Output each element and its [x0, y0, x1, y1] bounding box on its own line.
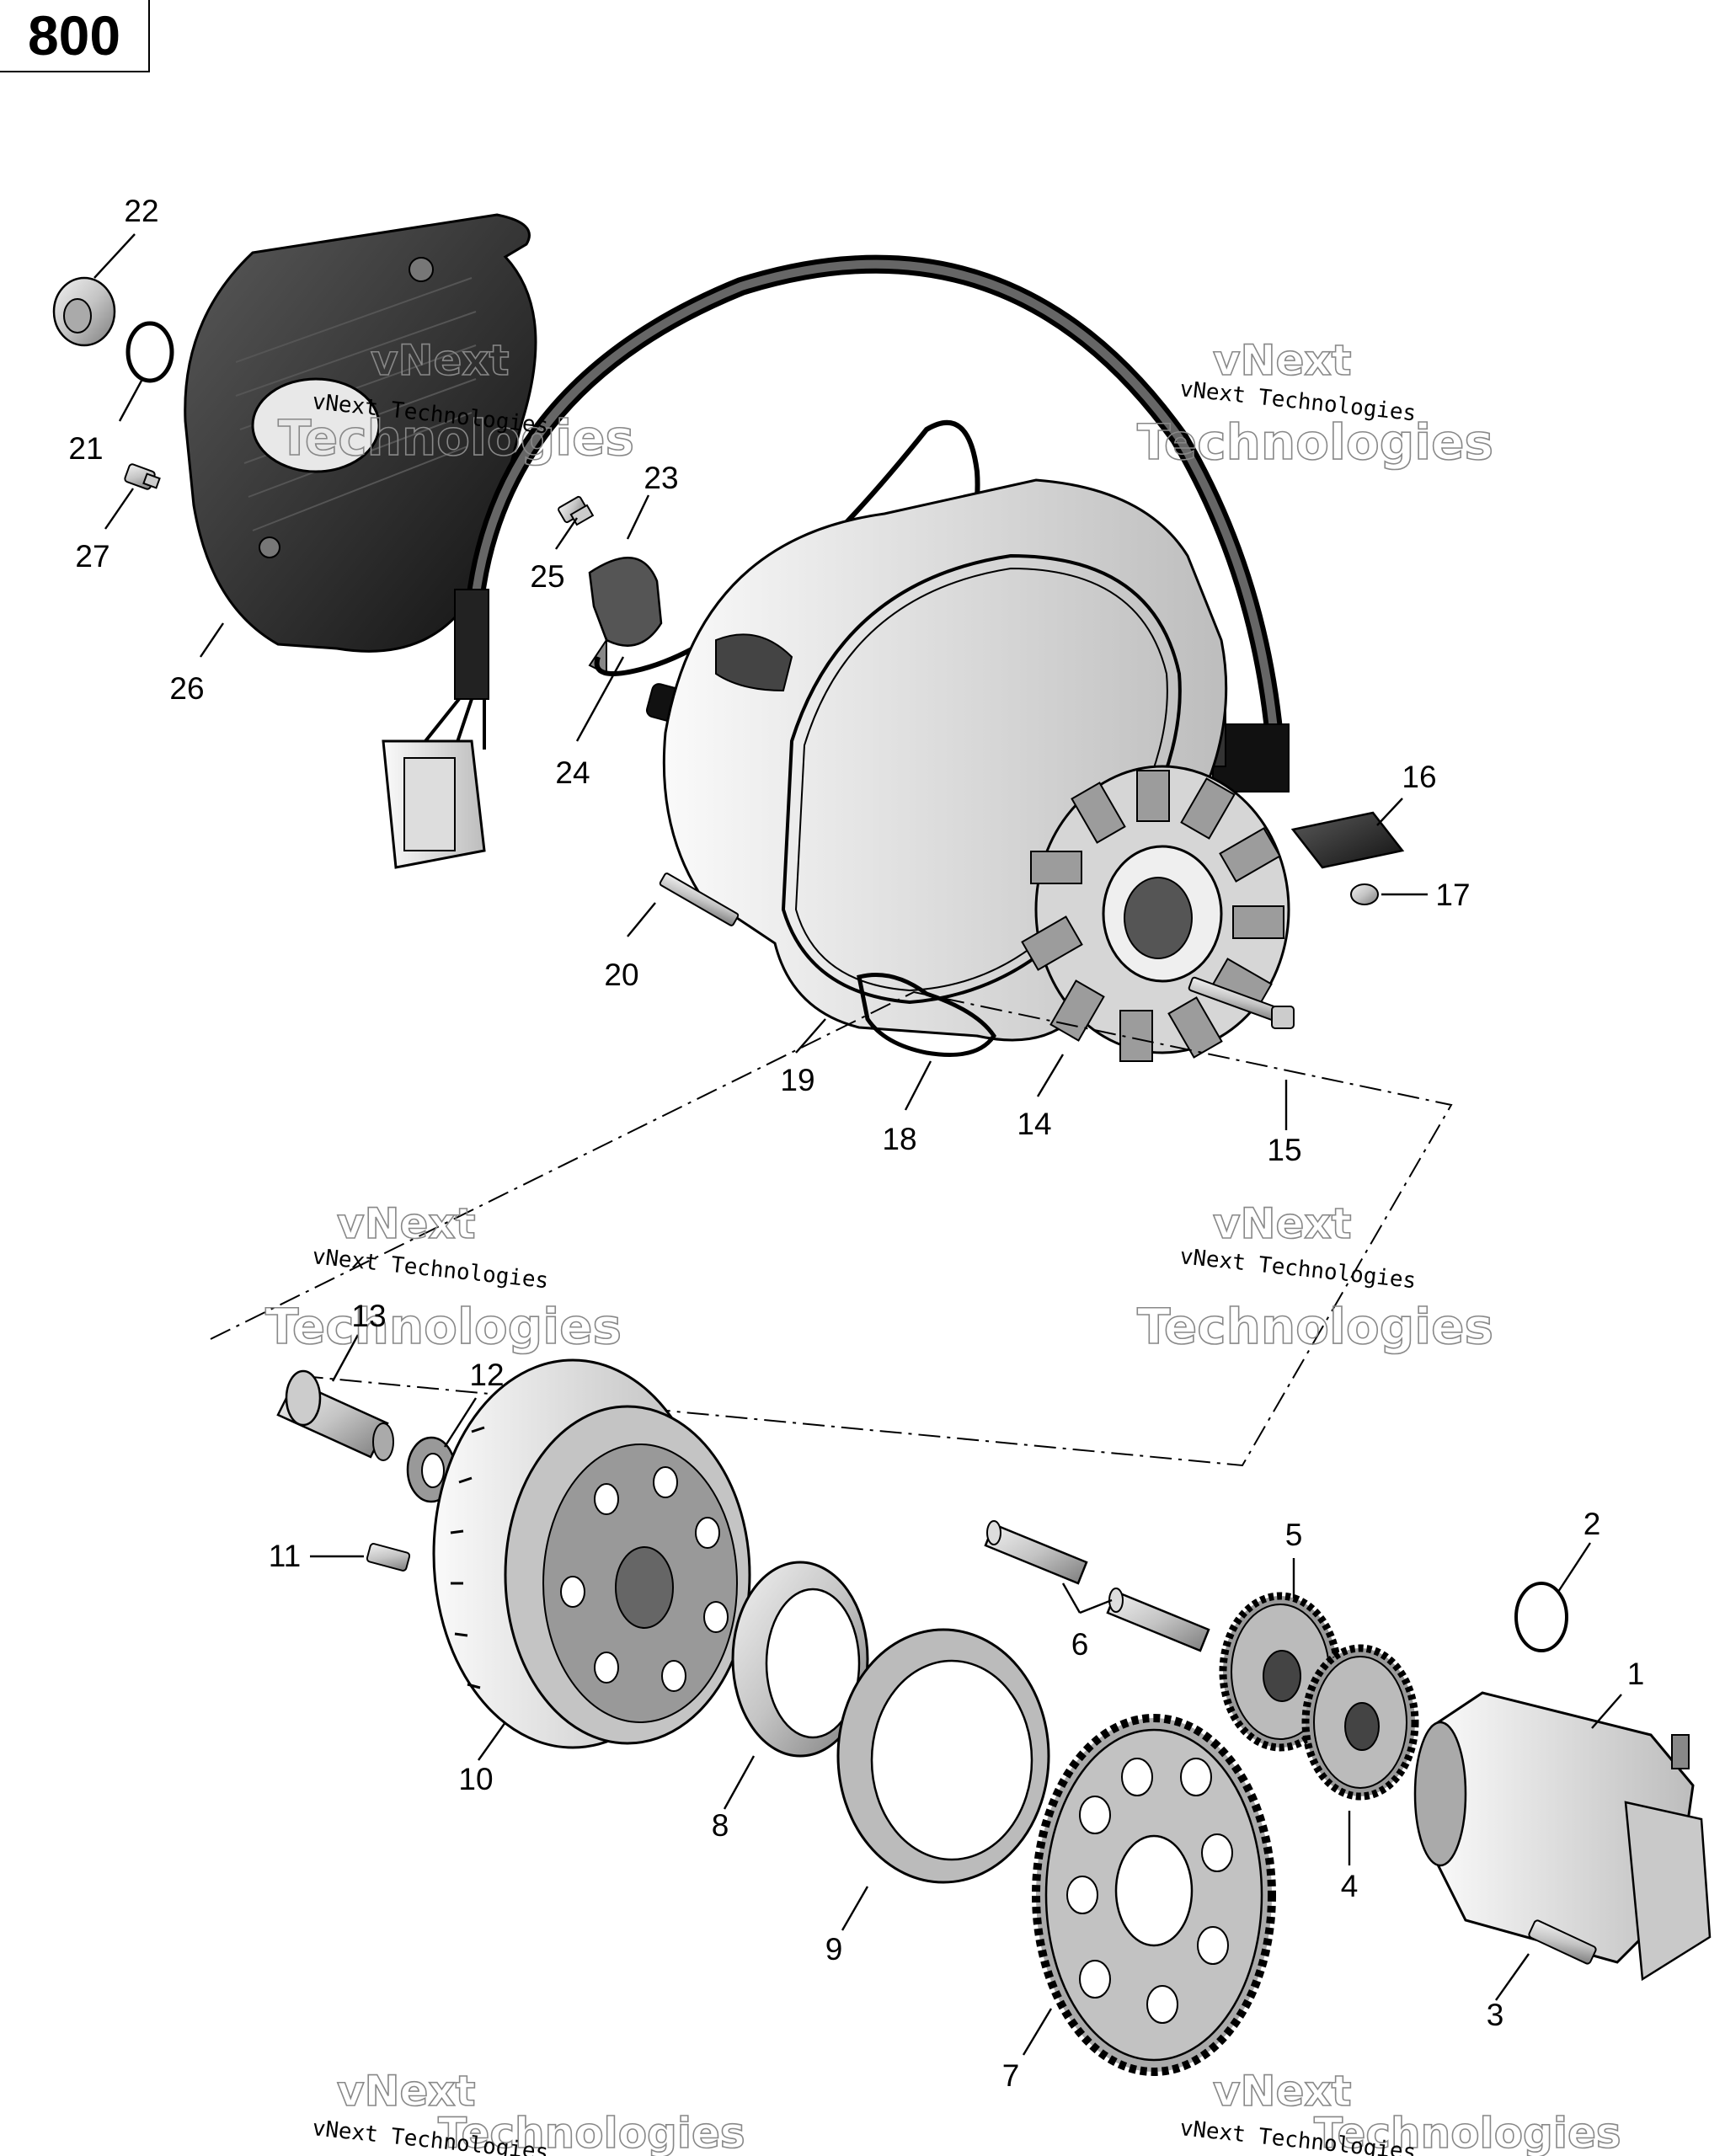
watermark-brand: vNext [337, 1199, 476, 1248]
callout-18: 18 [882, 1122, 916, 1156]
part-21-o-ring [126, 321, 174, 383]
watermark-top-right: vNext Technologies vNext Technologies [1136, 335, 1494, 472]
part-16-clip [1290, 811, 1405, 869]
part-15-bolt [1188, 976, 1295, 1029]
watermark-brand: vNext [1213, 1199, 1352, 1248]
callout-4: 4 [1341, 1869, 1359, 1903]
watermark-brand: Technologies [438, 2109, 745, 2156]
watermark-bottom-right: vNext Technologies vNext Technologies [1178, 2066, 1621, 2156]
callout-22: 22 [124, 194, 158, 228]
part-23-sensor [588, 556, 663, 675]
callout-5: 5 [1285, 1518, 1303, 1552]
callout-8: 8 [712, 1808, 729, 1843]
callout-6: 6 [1071, 1627, 1089, 1662]
watermark-brand: Technologies [1137, 1298, 1493, 1355]
watermark-brand: Technologies [1137, 414, 1493, 471]
callout-13: 13 [351, 1299, 386, 1333]
watermark-text: vNext Technologies [311, 1244, 549, 1294]
callout-19: 19 [780, 1063, 814, 1097]
part-3-bolt [1528, 1919, 1597, 1965]
watermark-brand: vNext [1213, 336, 1352, 385]
watermark-top-left: vNext Technologies vNext Technologies [277, 335, 635, 467]
part-22-cap [52, 276, 116, 347]
part-13-bolt [276, 1369, 394, 1461]
callout-10: 10 [458, 1762, 493, 1796]
callout-21: 21 [68, 431, 103, 466]
part-26-cover [184, 213, 537, 653]
watermark-brand: Technologies [1314, 2109, 1621, 2156]
watermark-brand: vNext [337, 2067, 476, 2116]
callout-1: 1 [1627, 1657, 1645, 1691]
callout-27: 27 [75, 539, 109, 574]
part-6-pins [984, 1520, 1210, 1652]
watermark-mid-right: vNext Technologies vNext Technologies [1136, 1198, 1494, 1356]
part-18-gasket [857, 973, 997, 1057]
watermark-mid-left: vNext Technologies vNext Technologies [264, 1198, 622, 1356]
watermark-brand: Technologies [278, 409, 634, 467]
watermark-text: vNext Technologies [1178, 1244, 1417, 1294]
callout-24: 24 [555, 755, 590, 790]
watermark-brand: vNext [371, 336, 510, 385]
watermark-brand: Technologies [265, 1298, 622, 1355]
model-number-label: 800 [0, 0, 150, 72]
callout-12: 12 [469, 1358, 504, 1392]
leader-lines [93, 233, 1622, 2056]
callout-11: 11 [269, 1539, 301, 1573]
part-17-screw [1350, 883, 1379, 905]
part-8-ring [731, 1561, 869, 1758]
part-10-flywheel [432, 1358, 751, 1749]
callout-23: 23 [644, 461, 678, 495]
callout-26: 26 [169, 671, 204, 706]
part-2-o-ring [1514, 1582, 1568, 1652]
callout-15: 15 [1267, 1133, 1301, 1167]
part-9-plate [836, 1628, 1050, 1884]
callout-16: 16 [1402, 760, 1436, 794]
callout-25: 25 [530, 559, 564, 594]
watermark-brand: vNext [1213, 2067, 1352, 2116]
wire-harness [382, 254, 1290, 869]
part-20-bolt [659, 873, 740, 926]
assembly-group-outline [210, 990, 1453, 1467]
part-1-starter-motor [1413, 1691, 1712, 1982]
part-4-gear [1301, 1644, 1419, 1801]
callout-2: 2 [1583, 1507, 1601, 1541]
part-7-gear [1032, 1714, 1276, 2076]
callout-20: 20 [604, 958, 638, 992]
callout-17: 17 [1435, 878, 1470, 912]
part-11-screw [366, 1543, 411, 1572]
callout-3: 3 [1487, 1998, 1504, 2032]
callout-7: 7 [1002, 2058, 1020, 2093]
watermark-bottom-left: vNext Technologies vNext Technologies [311, 2066, 745, 2156]
callout-labels: 22 21 27 26 23 25 24 16 17 20 19 18 14 1… [68, 194, 1644, 2093]
part-14-stator [1021, 765, 1290, 1062]
callout-9: 9 [825, 1932, 843, 1967]
part-27-screw [124, 463, 161, 490]
callout-14: 14 [1017, 1107, 1051, 1141]
